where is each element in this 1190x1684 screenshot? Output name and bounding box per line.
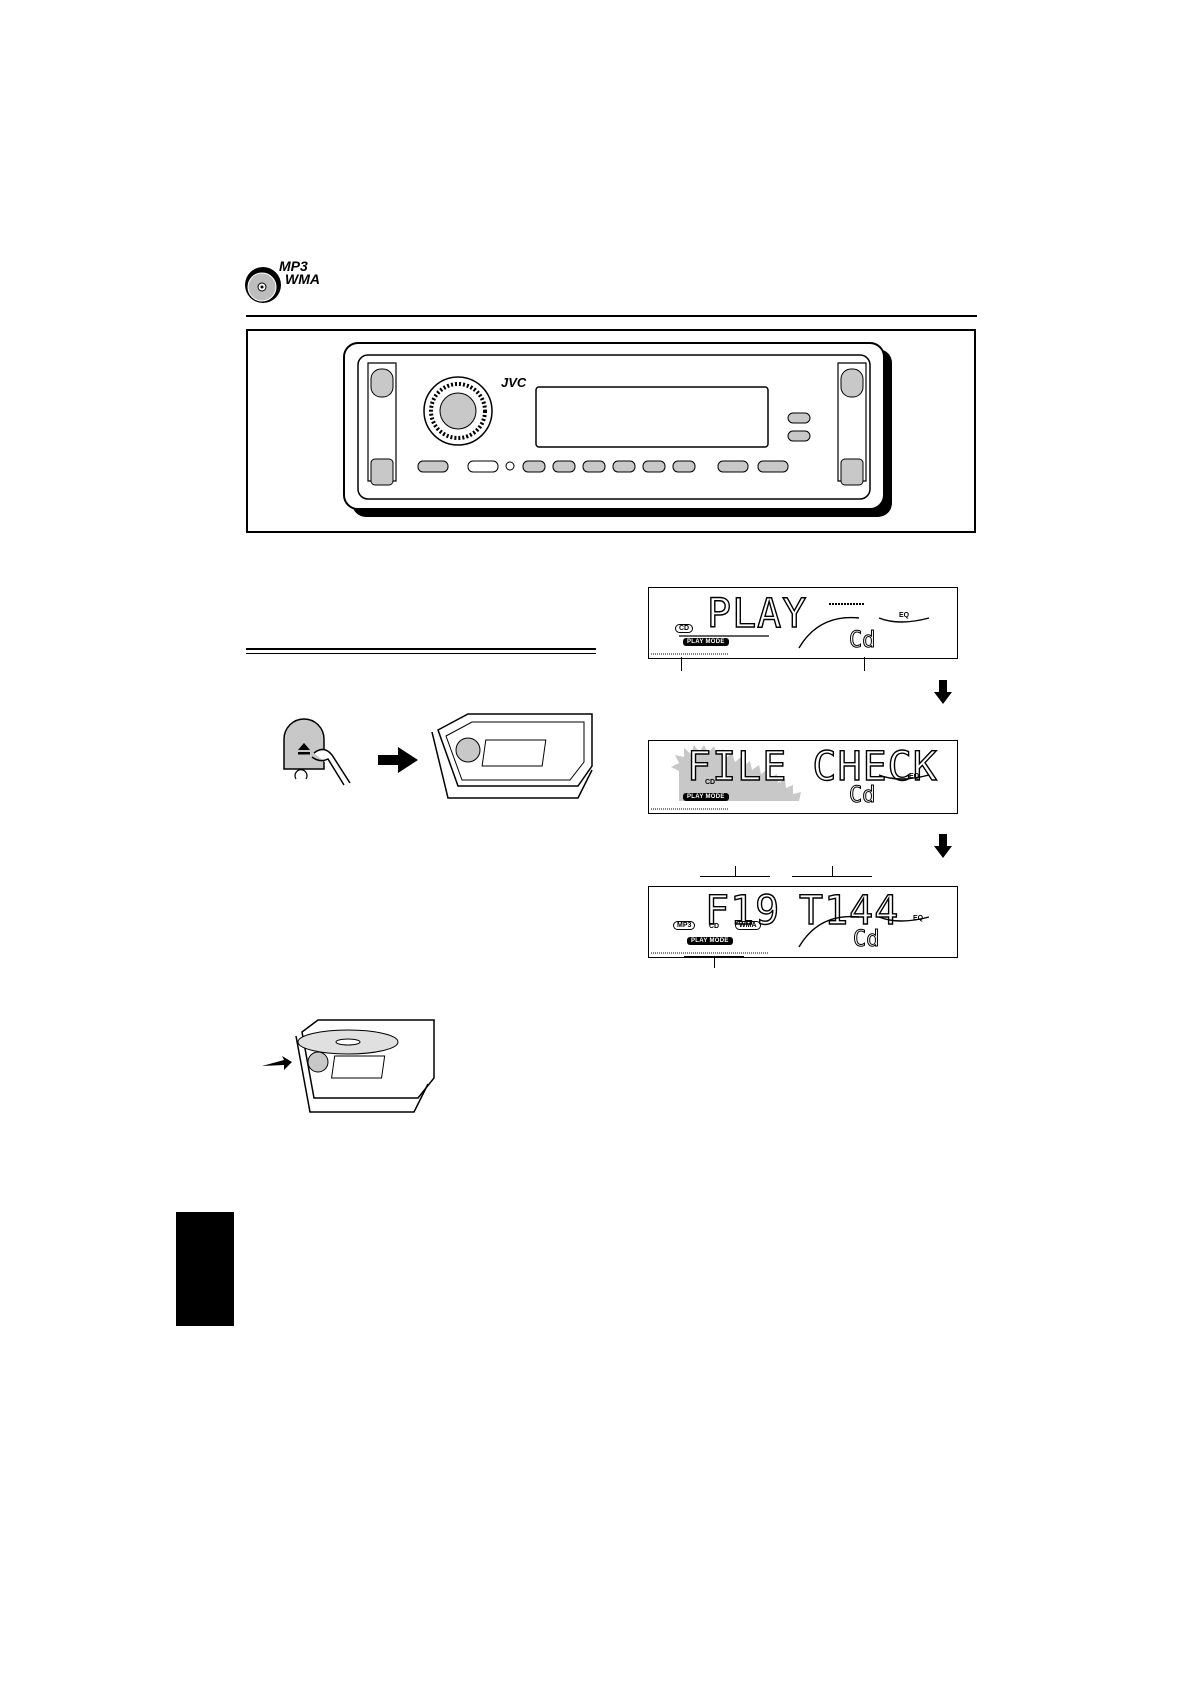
format-mp3: MP3: [279, 258, 308, 274]
head-unit-drawing: [343, 342, 892, 517]
callout-line: [864, 657, 865, 671]
unit-figure: JVC: [246, 329, 976, 533]
arrow-down-icon: [934, 680, 952, 704]
arrow-right-icon: [378, 747, 418, 773]
disc-insert-icon: [295, 1019, 435, 1113]
arrow-right-icon: [262, 1056, 292, 1070]
section-rule: [246, 648, 596, 650]
section-rule-thin: [246, 653, 596, 654]
indicator-wma: WMA: [735, 921, 761, 930]
indicator-cd: CD: [709, 923, 720, 930]
lcd-display-folder-track: F19 T144 MP3 CD WMA PLAY MODE EQ Cd: [648, 886, 958, 958]
arrow-down-icon: [934, 834, 952, 858]
play-mode-badge: PLAY MODE: [683, 638, 729, 646]
eq-label: EQ: [899, 612, 910, 619]
eq-label: EQ: [913, 915, 924, 922]
format-wma: WMA: [285, 271, 320, 287]
callout-line: [681, 657, 682, 671]
lcd-display-play: PLAY CD PLAY MODE EQ Cd: [648, 587, 958, 659]
source-glyph: Cd: [849, 628, 876, 654]
play-mode-badge: PLAY MODE: [687, 937, 733, 945]
lcd-track-number: T144: [798, 888, 900, 934]
play-mode-badge: PLAY MODE: [683, 793, 729, 801]
bracket-folder: [700, 876, 770, 877]
eject-button-icon: [283, 718, 351, 786]
bracket-tick: [735, 866, 736, 876]
lcd-segments: [651, 915, 930, 954]
format-label: MP3 WMA: [279, 258, 320, 287]
disc-icon: [245, 267, 281, 303]
flash-burst: [671, 745, 807, 801]
eq-label: EQ: [909, 773, 920, 780]
bracket-tick: [832, 866, 833, 876]
brand-logo: JVC: [501, 375, 527, 390]
source-glyph: Cd: [849, 783, 876, 809]
lcd-display-file-check: FILE CHECK CD PLAY MODE EQ Cd: [648, 740, 958, 814]
source-glyph: Cd: [853, 927, 880, 953]
lcd-segments: [651, 774, 930, 810]
indicator-cd: CD: [705, 779, 716, 786]
open-panel-icon: [431, 713, 593, 799]
language-side-tab: [176, 1212, 234, 1326]
lcd-main-text: FILE CHECK: [686, 744, 938, 790]
indicator-cd: CD: [675, 624, 694, 633]
bracket-track: [792, 876, 872, 877]
lcd-segments: [651, 603, 930, 655]
header-rule: [246, 315, 977, 317]
indicator-mp3: MP3: [673, 921, 696, 930]
bracket-tick: [714, 956, 715, 968]
lcd-main-text: PLAY: [706, 591, 808, 637]
